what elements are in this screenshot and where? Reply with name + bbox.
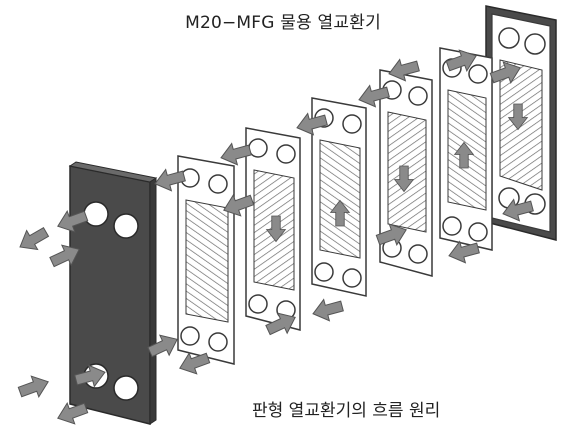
heat-transfer-plate [311,97,367,297]
flow-arrow [14,221,52,258]
heat-transfer-plate [177,155,235,365]
front-frame-plate [68,161,158,425]
diagram-title: M20−MFG 물용 열교환기 [185,13,381,33]
flow-arrow [309,294,346,325]
flow-arrow [15,370,53,403]
diagram-caption: 판형 열교환기의 흐름 원리 [252,401,441,421]
